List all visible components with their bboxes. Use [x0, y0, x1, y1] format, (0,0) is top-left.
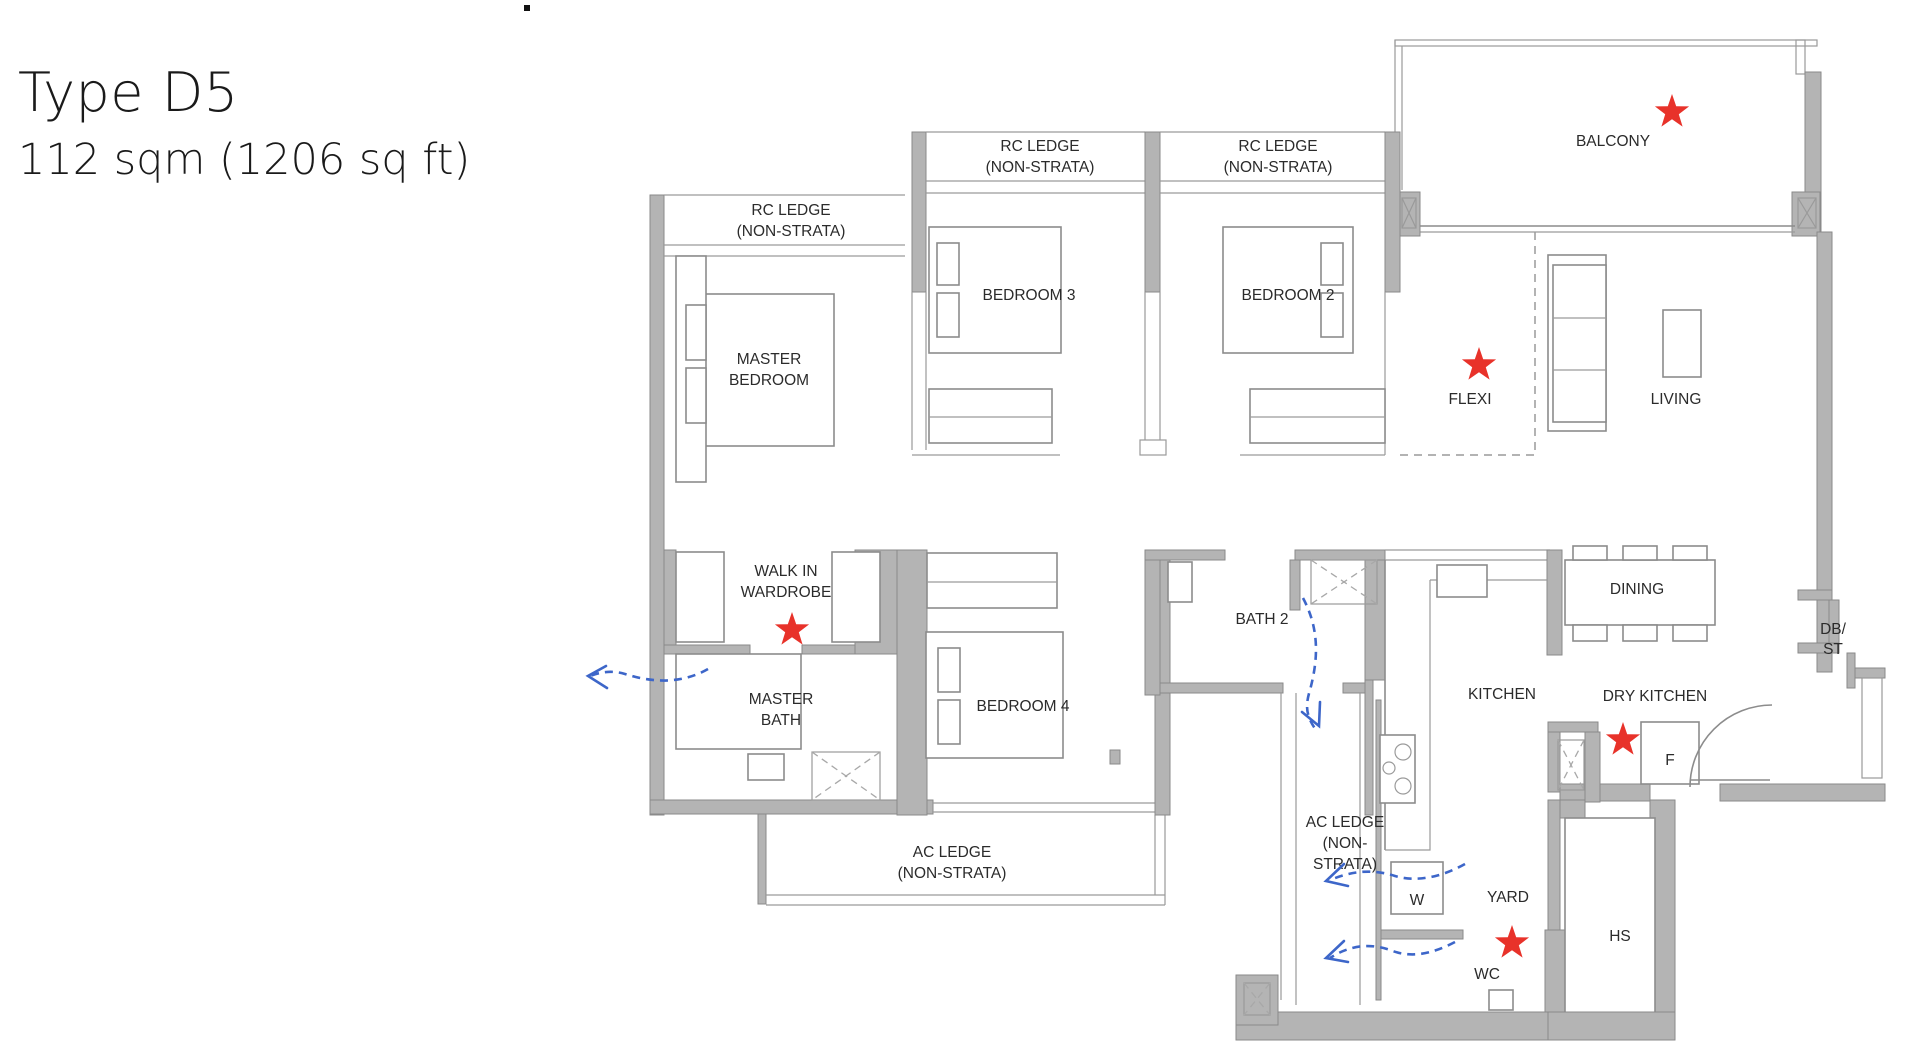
label-hs: HS	[1609, 928, 1631, 945]
label-fridge: F	[1665, 752, 1674, 769]
shaft-icon	[1797, 197, 1817, 229]
arrow-icon-master-bath	[585, 664, 709, 690]
household-shelter-room	[1564, 817, 1656, 1014]
label-rc-ledge-bed2: RC LEDGE	[1238, 138, 1317, 155]
label-bedroom-4: BEDROOM 4	[976, 698, 1069, 715]
unit-type-title: Type D5	[18, 61, 239, 124]
star-icon-wc	[1494, 925, 1530, 958]
coffee-table	[1662, 309, 1702, 378]
label-yard: YARD	[1487, 889, 1529, 906]
star-icon-dry-kitchen	[1605, 722, 1641, 755]
label-walk-in-wardrobe-sub: WARDROBE	[741, 584, 832, 601]
label-flexi: FLEXI	[1448, 391, 1491, 408]
label-db-st-sub: ST	[1823, 641, 1843, 658]
label-bedroom-2: BEDROOM 2	[1241, 287, 1334, 304]
unit-size-subtitle: 112 sqm (1206 sq ft)	[18, 135, 471, 185]
label-washer: W	[1410, 892, 1425, 909]
highlight-stars	[774, 94, 1690, 958]
label-master-bedroom: MASTER	[737, 351, 802, 368]
washing-machine	[1390, 861, 1444, 915]
airflow-arrows	[585, 597, 1466, 964]
label-ac-ledge-bottom-sub: (NON-STRATA)	[898, 865, 1007, 882]
label-dry-kitchen: DRY KITCHEN	[1603, 688, 1708, 705]
label-ac-ledge-bottom: AC LEDGE	[913, 844, 991, 861]
label-ac-ledge-side: AC LEDGE	[1306, 814, 1384, 831]
arrow-icon-wc-to-ac-ledge	[1323, 939, 1456, 964]
label-bath-2: BATH 2	[1235, 611, 1288, 628]
arrow-icon-yard-to-ac-ledge	[1323, 862, 1466, 888]
label-rc-ledge-bed3-sub: (NON-STRATA)	[986, 159, 1095, 176]
star-icon-walk-in-wardrobe	[774, 612, 810, 645]
room-labels: RC LEDGE (NON-STRATA) RC LEDGE (NON-STRA…	[729, 133, 1847, 983]
master-bed	[695, 293, 835, 447]
label-rc-ledge-bed2-sub: (NON-STRATA)	[1224, 159, 1333, 176]
outer-walls	[649, 131, 1886, 906]
label-rc-ledge-master: RC LEDGE	[751, 202, 830, 219]
label-master-bath: MASTER	[749, 691, 814, 708]
label-ac-ledge-side-2: (NON-	[1323, 835, 1368, 852]
label-db-st: DB/	[1820, 621, 1847, 638]
label-kitchen: KITCHEN	[1468, 686, 1536, 703]
label-dining: DINING	[1610, 581, 1664, 598]
arrow-icon-bath2-to-ac-ledge	[1300, 597, 1322, 731]
label-living: LIVING	[1651, 391, 1702, 408]
label-rc-ledge-master-sub: (NON-STRATA)	[737, 223, 846, 240]
label-master-bedroom-sub: BEDROOM	[729, 372, 809, 389]
star-icon-balcony	[1654, 94, 1690, 127]
fridge	[1640, 721, 1700, 785]
bedroom-3-wardrobe	[928, 388, 1053, 444]
label-rc-ledge-bed3: RC LEDGE	[1000, 138, 1079, 155]
entrance-door-swing	[1689, 704, 1773, 788]
label-balcony: BALCONY	[1576, 133, 1650, 150]
star-icon-flexi	[1461, 347, 1497, 380]
unit-title-block: Type D5 112 sqm (1206 sq ft)	[18, 62, 470, 188]
furniture	[675, 226, 1773, 1011]
stray-dot-mark	[524, 5, 530, 11]
label-bedroom-3: BEDROOM 3	[982, 287, 1075, 304]
kitchen-sink	[1436, 564, 1488, 598]
hob	[1379, 734, 1416, 804]
label-wc: WC	[1474, 966, 1500, 983]
bedroom-2-wardrobe	[1249, 388, 1386, 444]
interior-walls	[663, 232, 1676, 1041]
bathtub	[675, 653, 802, 750]
label-master-bath-sub: BATH	[761, 712, 801, 729]
bedroom-4-wardrobe	[926, 552, 1058, 609]
label-walk-in-wardrobe: WALK IN	[754, 563, 817, 580]
balcony-area	[1394, 39, 1822, 237]
